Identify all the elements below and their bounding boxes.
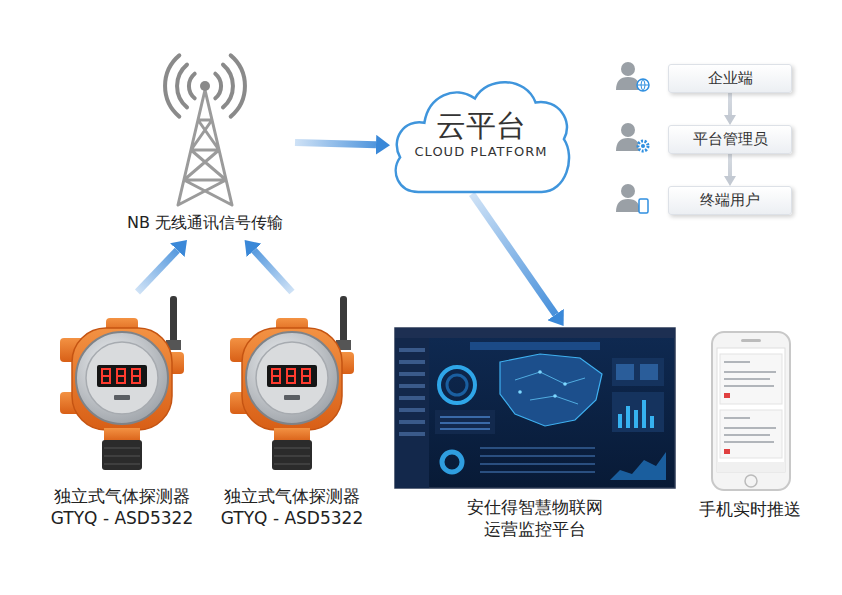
- monitor-screenshot-part-part: [399, 420, 425, 424]
- user-icons: [616, 62, 649, 213]
- monitor-screenshot-part-part: [553, 394, 557, 398]
- monitor-screenshot-part-part: [618, 414, 622, 428]
- monitor-screenshot-part-part: [626, 406, 630, 428]
- node-label: 安仕得智慧物联网 运营监控平台: [460, 496, 610, 540]
- node-sublabel: CLOUD PLATFORM: [415, 144, 548, 161]
- cloud-outline-path: [396, 82, 569, 192]
- role-box: 平台管理员: [668, 125, 792, 154]
- monitor-screenshot-part-part: [399, 348, 425, 352]
- gas-detector: [230, 296, 354, 470]
- phone-part: [741, 339, 761, 342]
- user-icons-part: [621, 184, 635, 198]
- monitor-screenshot-part: [610, 452, 666, 480]
- gas-detector: [60, 296, 184, 470]
- user-icons-part: [638, 141, 648, 151]
- phone-part: [720, 410, 782, 458]
- device-node: 安仕得智慧物联网 运营监控平台: [392, 326, 678, 546]
- flow-arrow: [728, 93, 732, 115]
- node-sublabel: GTYQ - ASD5322: [51, 507, 193, 529]
- flow-arrow: [254, 250, 292, 292]
- node-label: 企业端: [708, 69, 753, 89]
- monitor-screenshot-part-part: [399, 384, 425, 388]
- user-icons-part: [621, 123, 635, 137]
- monitor-screenshot: [395, 328, 675, 488]
- flow-arrow: [472, 194, 556, 315]
- node-label: 独立式气体探测器: [54, 485, 190, 507]
- monitor-screenshot-part-part: [538, 370, 542, 374]
- monitor-screenshot-part: [616, 364, 634, 380]
- device-node: NB 无线通讯信号传输: [115, 45, 295, 240]
- monitor-screenshot-part: [618, 400, 654, 428]
- user-icons-part: [616, 138, 640, 151]
- monitor-screenshot-part: [612, 392, 664, 432]
- signal-tower-part: [165, 55, 245, 116]
- monitor-screenshot-part: [395, 328, 675, 338]
- monitor-screenshot-part: [518, 370, 567, 398]
- user-icons-part: [616, 77, 640, 90]
- user-icons-part: [641, 144, 645, 148]
- monitor-screenshot-part: [500, 354, 602, 426]
- monitor-screenshot-part: [399, 348, 425, 436]
- phone-part: [724, 393, 730, 398]
- user-icons-part: [616, 199, 640, 212]
- user-icons-part: [621, 62, 635, 76]
- flow-arrow: [728, 154, 732, 176]
- monitor-screenshot-part-part: [399, 432, 425, 436]
- monitor-screenshot-part-part: [518, 390, 522, 394]
- monitor-screenshot-part: [470, 342, 600, 350]
- flow-arrow: [295, 143, 376, 145]
- monitor-screenshot-part: [442, 452, 462, 472]
- monitor-screenshot-part-part: [563, 382, 567, 386]
- signal-tower: [165, 55, 245, 205]
- monitor-screenshot-part-part: [642, 400, 646, 428]
- device-node: 独立式气体探测器GTYQ - ASD5322: [215, 292, 370, 535]
- monitor-screenshot-part: [440, 417, 490, 429]
- monitor-screenshot-part: [447, 375, 467, 395]
- user-icons-part: [637, 79, 649, 91]
- monitor-screenshot-part-part: [399, 396, 425, 400]
- device-node: 手机实时推送: [693, 328, 807, 526]
- monitor-screenshot-part: [395, 338, 429, 488]
- role-box: 终端用户: [668, 186, 792, 215]
- monitor-screenshot-part: [640, 364, 658, 380]
- node-label: 独立式气体探测器: [224, 485, 360, 507]
- phone-part: [724, 449, 730, 454]
- phone-part: [717, 462, 785, 472]
- node-sublabel: GTYQ - ASD5322: [221, 507, 363, 529]
- signal-tower-part: [200, 81, 210, 91]
- phone-part: [724, 362, 776, 386]
- user-icons-part: [637, 79, 649, 91]
- monitor-screenshot-part: [515, 372, 585, 404]
- monitor-screenshot-part: [395, 328, 675, 488]
- phone-part: [724, 418, 776, 442]
- monitor-screenshot-part: [435, 410, 495, 434]
- phone-part: [712, 332, 790, 490]
- phone-part: [717, 348, 785, 472]
- monitor-screenshot-part-part: [650, 416, 654, 428]
- flow-arrow: [138, 250, 178, 292]
- cloud-node: 云平台CLOUD PLATFORM: [390, 72, 572, 194]
- monitor-screenshot-part-part: [634, 410, 638, 428]
- phone-part: [745, 475, 757, 487]
- node-label: 云平台: [436, 109, 526, 144]
- monitor-screenshot-part: [480, 448, 595, 472]
- node-label: 平台管理员: [693, 130, 768, 150]
- phone: [712, 332, 790, 490]
- node-label: 终端用户: [700, 191, 760, 211]
- monitor-screenshot-part-part: [399, 372, 425, 376]
- node-label: 手机实时推送: [699, 498, 801, 520]
- monitor-screenshot-part-part: [399, 360, 425, 364]
- monitor-screenshot-part-part: [399, 408, 425, 412]
- role-box: 企业端: [668, 64, 792, 93]
- monitor-screenshot-part: [612, 358, 664, 386]
- monitor-screenshot-part: [439, 367, 475, 403]
- user-icons-part: [639, 199, 648, 213]
- device-node: 独立式气体探测器GTYQ - ASD5322: [45, 292, 200, 535]
- node-label: NB 无线通讯信号传输: [127, 213, 283, 234]
- phone-part: [720, 354, 782, 404]
